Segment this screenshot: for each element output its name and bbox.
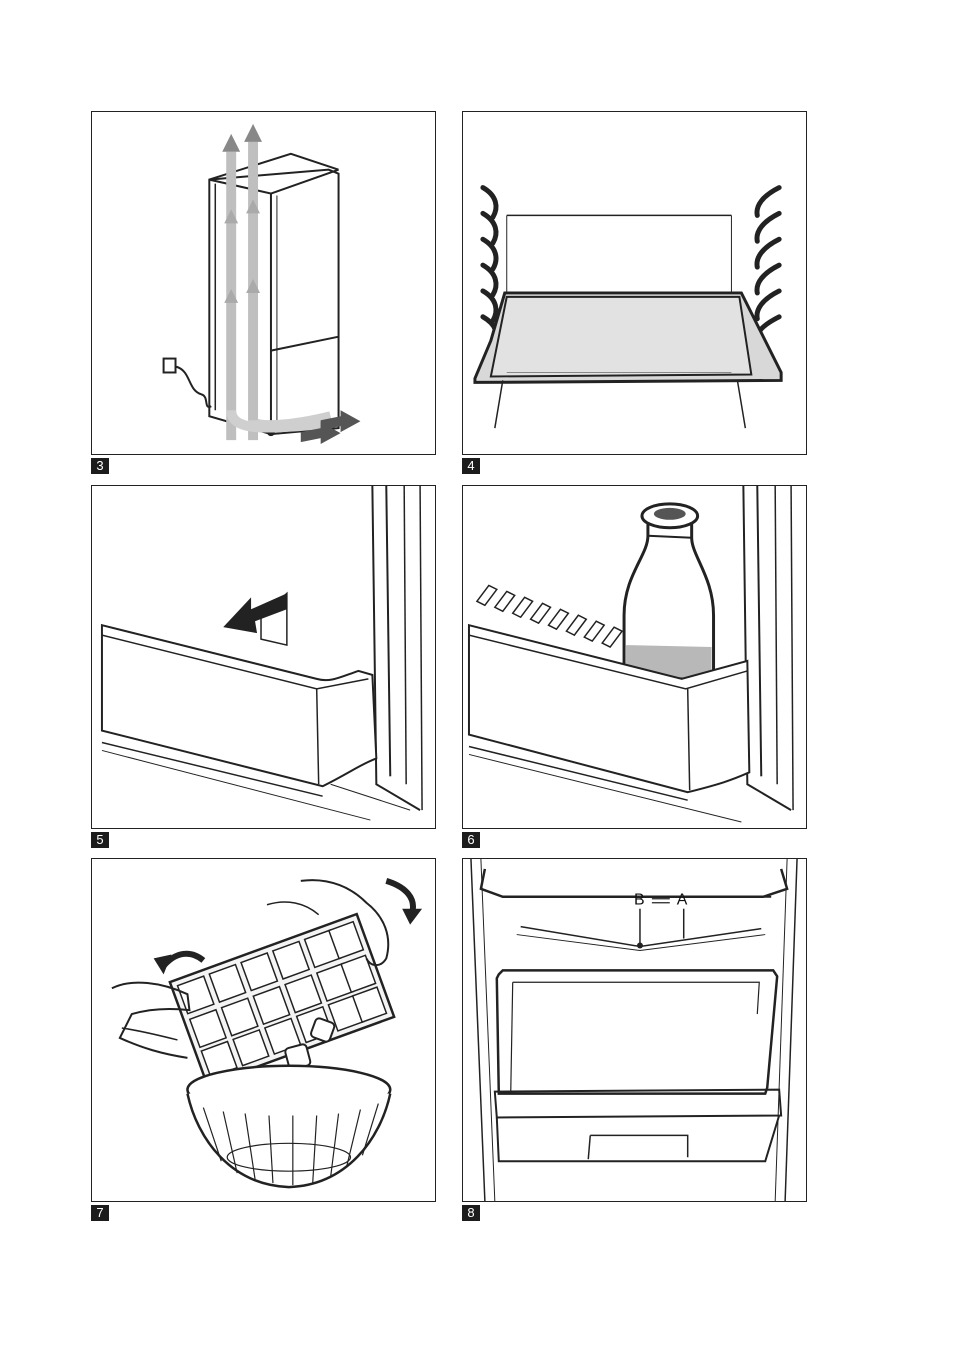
fridge-interior-illustration: B A xyxy=(463,859,806,1201)
figure-3-panel xyxy=(91,111,436,455)
label-b: B xyxy=(634,892,645,909)
figure-5-panel xyxy=(91,485,436,829)
figure-6-number: 6 xyxy=(462,832,480,848)
figure-4-panel xyxy=(462,111,807,455)
figure-7-panel xyxy=(91,858,436,1202)
glass-shelf-illustration xyxy=(463,112,806,454)
fridge-ventilation-illustration xyxy=(92,112,435,454)
figure-8-number: 8 xyxy=(462,1205,480,1221)
label-a: A xyxy=(677,892,688,909)
figure-3-number: 3 xyxy=(91,458,109,474)
door-shelf-removal-illustration xyxy=(92,486,435,828)
figure-6-panel xyxy=(462,485,807,829)
figure-7-number: 7 xyxy=(91,1205,109,1221)
ice-tray-illustration xyxy=(92,859,435,1201)
bottle-shelf-illustration xyxy=(463,486,806,828)
figure-5-number: 5 xyxy=(91,832,109,848)
figure-4-number: 4 xyxy=(462,458,480,474)
figure-8-panel: B A xyxy=(462,858,807,1202)
